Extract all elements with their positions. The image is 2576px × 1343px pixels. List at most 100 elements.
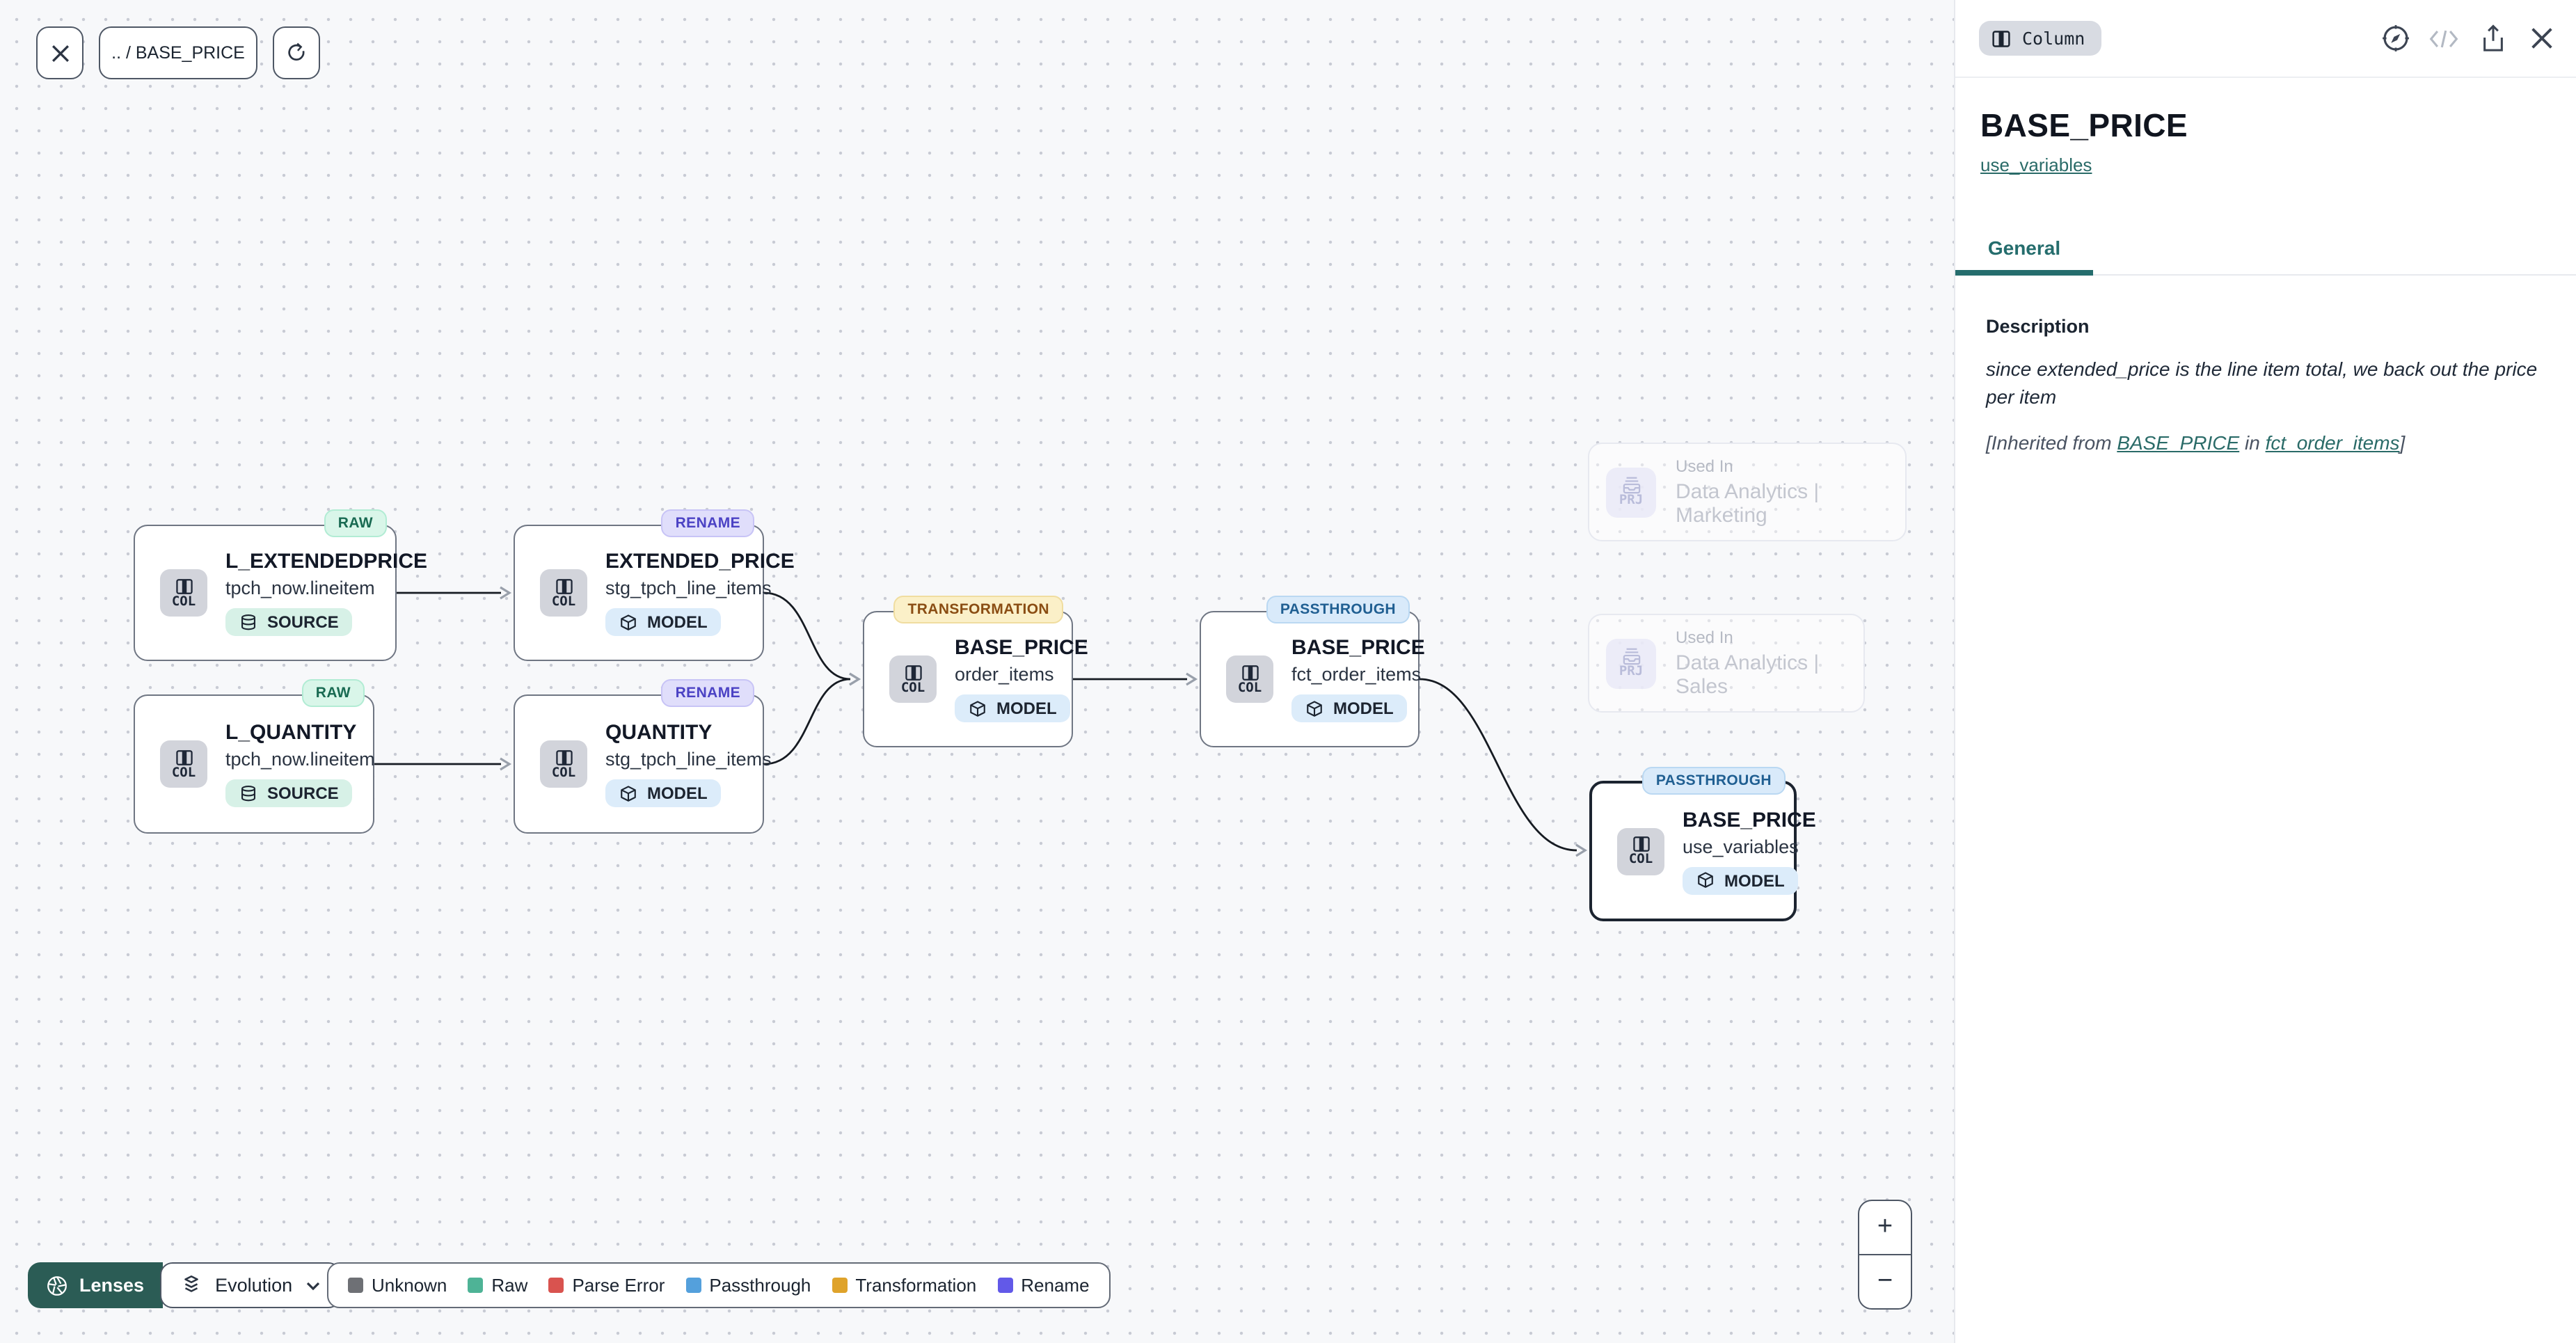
node-kind-label: SOURCE [267, 784, 339, 803]
share-icon [2483, 24, 2502, 51]
node-quantity[interactable]: RENAME COL QUANTITY stg_tpch_line_items … [514, 679, 772, 834]
model-cube-icon [621, 614, 636, 630]
node-kind-pill: MODEL [1683, 866, 1799, 894]
legend-label: Raw [491, 1275, 528, 1296]
tab-general[interactable]: General [1955, 224, 2093, 276]
node-l-extendedprice[interactable]: RAW COL L_EXTENDEDPRICE tpch_now.lineite… [134, 509, 427, 661]
node-base-price-use-variables[interactable]: PASSTHROUGH COL BASE_PRICE use_variables… [1589, 767, 1816, 921]
database-icon [241, 785, 255, 801]
node-subtitle: stg_tpch_line_items [605, 749, 772, 770]
column-icon-label: COL [171, 594, 196, 609]
node-kind-pill: SOURCE [225, 779, 353, 807]
explore-button[interactable] [2380, 23, 2410, 54]
breadcrumb[interactable]: .. / BASE_PRICE [99, 26, 257, 79]
code-button[interactable] [2428, 23, 2459, 54]
legend-swatch [468, 1278, 484, 1293]
node-kind-label: MODEL [647, 612, 708, 632]
evolution-dropdown[interactable]: Evolution [159, 1262, 342, 1308]
node-title: L_EXTENDEDPRICE [225, 550, 428, 573]
description-label: Description [1986, 316, 2090, 337]
entity-type-badge: Column [1979, 21, 2102, 56]
used-in-name: Data Analytics | Sales [1676, 651, 1820, 699]
node-kind-pill: MODEL [605, 608, 722, 636]
used-in-card-marketing[interactable]: PRJ Used In Data Analytics | Marketing [1588, 443, 1907, 541]
node-extended-price[interactable]: RENAME COL EXTENDED_PRICE stg_tpch_line_… [514, 509, 795, 661]
node-status-badge: RAW [324, 509, 387, 537]
node-base-price-fct-order-items[interactable]: PASSTHROUGH COL BASE_PRICE fct_order_ite… [1200, 596, 1425, 747]
node-title: QUANTITY [605, 721, 713, 745]
column-icon: COL [1226, 655, 1273, 703]
inherited-model-link[interactable]: fct_order_items [2265, 431, 2400, 454]
lineage-legend: Unknown Raw Parse Error Passthrough Tran… [327, 1262, 1111, 1308]
panel-title: BASE_PRICE [1980, 107, 2188, 143]
code-icon [2429, 29, 2458, 47]
layers-icon [184, 1275, 198, 1292]
node-subtitle: order_items [955, 664, 1054, 685]
project-icon-label: PRJ [1619, 493, 1644, 508]
lenses-label: Lenses [79, 1275, 145, 1296]
details-panel: Column BASE_PRICE use_variables [1954, 0, 2576, 1343]
node-base-price-order-items[interactable]: TRANSFORMATION COL BASE_PRICE order_item… [863, 596, 1088, 747]
column-icon: COL [160, 569, 207, 617]
node-subtitle: tpch_now.lineitem [225, 749, 375, 770]
column-icon-label: COL [551, 594, 576, 609]
inherited-suffix: ] [2399, 431, 2406, 454]
node-title: EXTENDED_PRICE [605, 550, 795, 573]
node-subtitle: tpch_now.lineitem [225, 578, 375, 598]
used-in-name: Data Analytics | Marketing [1676, 480, 1820, 527]
node-kind-label: MODEL [1333, 699, 1394, 718]
project-icon-label: PRJ [1619, 664, 1644, 679]
evolution-label: Evolution [215, 1275, 293, 1296]
column-icon-label: COL [1628, 852, 1653, 867]
panel-tabs: General [1955, 224, 2576, 276]
tab-general-label: General [1987, 237, 2061, 259]
project-icon: PRJ [1606, 638, 1656, 688]
lineage-canvas[interactable]: .. / BASE_PRICE PRJ Used In Data Analyti… [0, 0, 1954, 1343]
close-lineage-button[interactable] [36, 26, 84, 79]
close-panel-button[interactable] [2526, 23, 2557, 54]
legend-item-passthrough: Passthrough [685, 1275, 811, 1296]
zoom-out-button[interactable]: − [1877, 1266, 1893, 1296]
model-link[interactable]: use_variables [1980, 154, 2092, 175]
column-icon-label: COL [1237, 680, 1262, 695]
node-kind-pill: MODEL [1291, 694, 1408, 722]
column-icon: COL [160, 740, 207, 788]
refresh-button[interactable] [273, 26, 320, 79]
legend-label: Passthrough [709, 1275, 811, 1296]
legend-swatch [348, 1278, 363, 1293]
project-icon: PRJ [1606, 467, 1656, 517]
node-status-badge: TRANSFORMATION [893, 596, 1063, 623]
zoom-controls: + − [1858, 1200, 1912, 1310]
node-l-quantity[interactable]: RAW COL L_QUANTITY tpch_now.lineitem SOU… [134, 679, 375, 834]
share-button[interactable] [2477, 23, 2508, 54]
legend-item-unknown: Unknown [348, 1275, 447, 1296]
legend-swatch [832, 1278, 848, 1293]
description-section: Description since extended_price is the … [1955, 316, 2576, 456]
node-kind-label: MODEL [1724, 871, 1785, 890]
used-in-label: Used In [1676, 456, 1733, 476]
legend-swatch [685, 1278, 701, 1293]
breadcrumb-label: .. / BASE_PRICE [111, 43, 245, 63]
legend-label: Parse Error [572, 1275, 665, 1296]
zoom-in-button[interactable]: + [1877, 1211, 1893, 1241]
node-title: BASE_PRICE [1291, 636, 1425, 660]
node-subtitle: fct_order_items [1291, 664, 1422, 685]
compass-icon [2382, 25, 2408, 51]
legend-label: Unknown [372, 1275, 447, 1296]
used-in-card-sales[interactable]: PRJ Used In Data Analytics | Sales [1588, 614, 1865, 713]
column-icon-label: COL [551, 765, 576, 780]
node-status-badge: RENAME [661, 509, 754, 537]
legend-item-rename: Rename [997, 1275, 1090, 1296]
node-kind-pill: SOURCE [225, 608, 353, 636]
inherited-from-line: [Inherited from BASE_PRICE in fct_order_… [1986, 429, 2545, 456]
inherited-column-link[interactable]: BASE_PRICE [2117, 431, 2240, 454]
node-status-badge: PASSTHROUGH [1266, 596, 1410, 623]
close-icon [51, 45, 68, 61]
node-subtitle: stg_tpch_line_items [605, 578, 772, 598]
model-cube-icon [970, 700, 985, 716]
refresh-icon [288, 42, 305, 61]
legend-label: Transformation [855, 1275, 977, 1296]
lenses-button[interactable]: Lenses [28, 1262, 163, 1308]
details-panel-header: Column [1955, 0, 2576, 78]
